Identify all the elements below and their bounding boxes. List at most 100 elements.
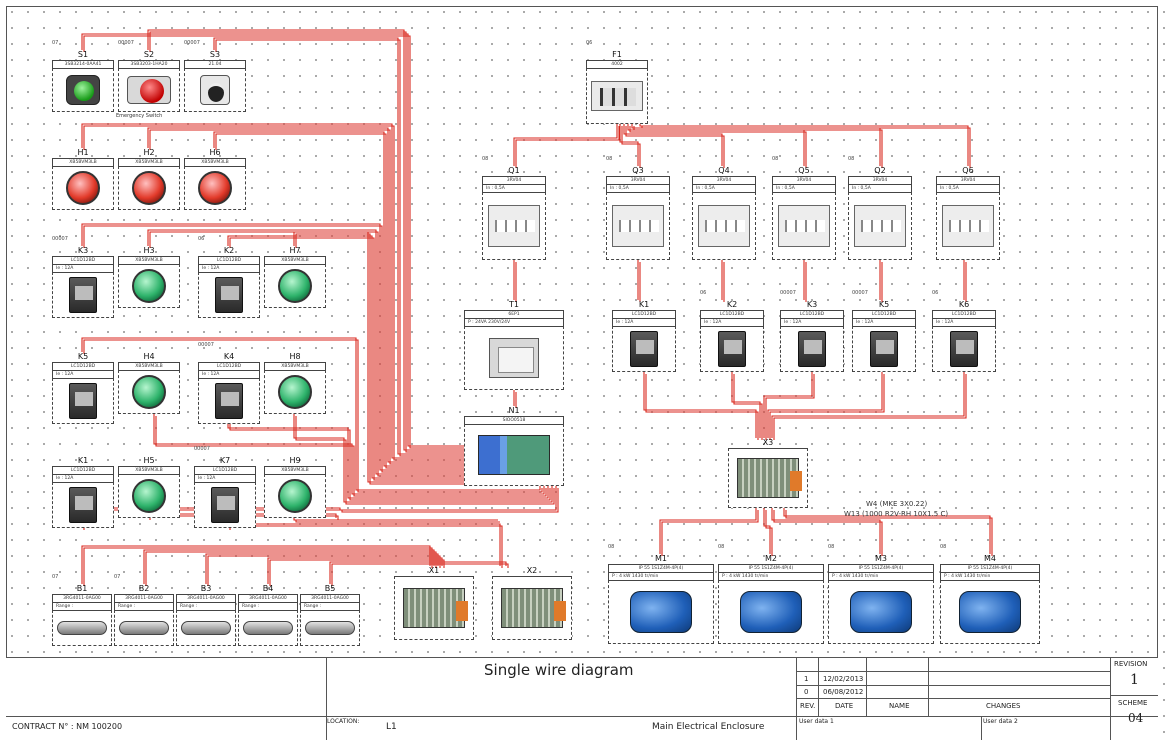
component-x1[interactable]: X1	[394, 566, 474, 640]
component-x2[interactable]: X2	[492, 566, 572, 640]
user-data-2: User data 2	[983, 718, 1018, 725]
component-part-number: SIOO0518	[464, 416, 564, 425]
revision-row-2-rev: 0	[804, 688, 809, 696]
component-tag: 06	[586, 40, 593, 46]
component-part-number: IP 55 1S1Z4M-4P(4)	[828, 564, 934, 573]
component-part-number: 21.04	[184, 60, 246, 69]
component-name: S1	[77, 50, 89, 59]
component-x3[interactable]: X3	[728, 438, 808, 508]
component-part-number: 3SB3214-0AA41	[52, 60, 114, 69]
component-symbol-frame	[932, 326, 996, 372]
wire-18	[293, 518, 498, 521]
component-part-number: 3RV04	[848, 176, 912, 185]
component-name: M3	[875, 554, 887, 563]
wire-26-b	[625, 126, 725, 168]
component-symbol-frame	[118, 166, 180, 210]
green-pilot-light-icon	[132, 269, 166, 303]
wire-1	[81, 33, 470, 447]
component-part-number: 3RG4011-0AG00	[52, 594, 112, 603]
wire-20-b	[145, 551, 437, 586]
component-name: K4	[223, 352, 235, 361]
wire-38	[731, 372, 761, 438]
component-symbol-frame	[184, 68, 246, 112]
component-name: Q2	[874, 166, 886, 175]
push-button-icon	[66, 75, 100, 105]
component-name: Q1	[508, 166, 520, 175]
component-symbol-frame	[264, 370, 326, 414]
wire-3	[213, 37, 470, 455]
component-symbol-frame	[198, 272, 260, 318]
component-name: M2	[765, 554, 777, 563]
component-tag: 00007	[118, 40, 134, 46]
green-pilot-light-icon	[132, 479, 166, 513]
component-symbol-frame	[394, 576, 474, 640]
wire-43-b	[765, 510, 773, 556]
component-tag: 08	[718, 544, 725, 550]
component-tag: 08	[828, 544, 835, 550]
component-part-number: XB5BVM3LB	[118, 158, 180, 167]
cable-label-w4: W4 (MKE 3X0.22)	[866, 500, 928, 508]
wire-6	[213, 131, 470, 467]
contract-number: CONTRACT N° : NM 100200	[12, 722, 123, 731]
green-pilot-light-icon	[278, 479, 312, 513]
proximity-sensor-icon	[305, 621, 355, 635]
wire-41	[771, 372, 965, 438]
component-symbol-frame	[264, 264, 326, 308]
component-name: T1	[509, 300, 519, 309]
component-symbol-frame	[940, 580, 1040, 644]
wire-25	[619, 124, 639, 166]
wire-9	[227, 235, 470, 479]
component-name: Q4	[718, 166, 730, 175]
user-data-1: User data 1	[799, 718, 834, 725]
component-part-number: 3RG4011-0AG00	[114, 594, 174, 603]
location-label: LOCATION:	[327, 718, 360, 725]
component-name: H6	[209, 148, 221, 157]
component-name: X1	[428, 566, 440, 575]
component-symbol-frame	[608, 580, 714, 644]
wire-29	[639, 124, 969, 166]
component-symbol-frame	[194, 482, 256, 528]
wire-29-b	[641, 126, 971, 168]
